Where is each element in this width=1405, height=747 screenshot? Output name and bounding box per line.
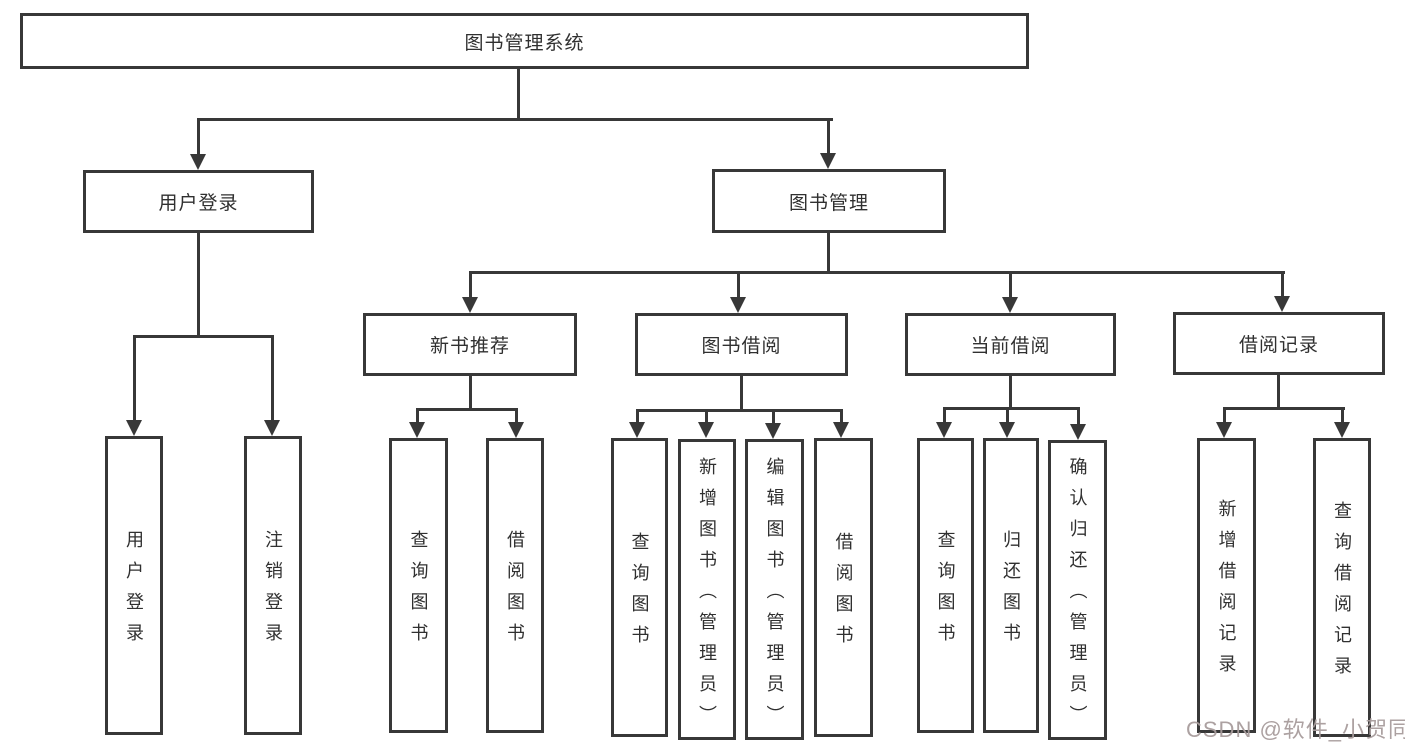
arrow-down-icon	[1334, 422, 1350, 438]
edge-to-query-book-1	[416, 408, 419, 424]
node-root-label: 图书管理系统	[464, 32, 585, 54]
leaf-add-books-admin-label: 新增图书（管理员）	[697, 456, 717, 736]
edge-user-login-branch	[133, 335, 274, 338]
leaf-borrow-books-1: 借阅图书	[486, 438, 544, 733]
edge-to-query-book-3	[943, 407, 946, 424]
node-book-borrowing: 图书借阅	[635, 313, 848, 376]
edge-records-stem	[1277, 375, 1280, 407]
leaf-edit-books-admin: 编辑图书（管理员）	[745, 439, 804, 740]
arrow-down-icon	[629, 422, 645, 438]
edge-to-query-record	[1341, 407, 1344, 424]
leaf-confirm-return-admin-label: 确认归还（管理员）	[1067, 457, 1088, 736]
arrow-down-icon	[820, 153, 836, 169]
edge-to-borrow-book-1	[515, 408, 518, 424]
edge-to-new-books	[469, 271, 472, 299]
leaf-query-books-3: 查询图书	[917, 438, 974, 733]
leaf-add-borrow-record-label: 新增借阅记录	[1216, 499, 1237, 685]
csdn-watermark: CSDN @软件_小贺同学	[1186, 717, 1405, 742]
arrow-down-icon	[264, 420, 280, 436]
arrow-down-icon	[1070, 424, 1086, 440]
node-user-login-label: 用户登录	[158, 193, 239, 214]
leaf-query-borrow-record-label: 查询借阅记录	[1332, 501, 1352, 687]
edge-level3-branch	[469, 271, 1285, 274]
leaf-return-books: 归还图书	[983, 438, 1039, 733]
edge-borrowing-stem	[740, 376, 743, 409]
node-borrowing-records: 借阅记录	[1173, 312, 1385, 375]
edge-to-add-record	[1223, 407, 1226, 424]
edge-to-borrowing	[737, 271, 740, 299]
node-book-mgmt: 图书管理	[712, 169, 946, 233]
leaf-logout-label: 注销登录	[263, 530, 283, 654]
edge-to-borrow-book-2	[840, 409, 843, 424]
node-root: 图书管理系统	[20, 13, 1029, 69]
leaf-borrow-books-2: 借阅图书	[814, 438, 873, 737]
arrow-down-icon	[1002, 297, 1018, 313]
arrow-down-icon	[999, 422, 1015, 438]
arrow-down-icon	[936, 422, 952, 438]
leaf-query-books-2-label: 查询图书	[629, 532, 650, 656]
leaf-user-login-label: 用户登录	[124, 530, 144, 654]
arrow-down-icon	[765, 423, 781, 439]
arrow-down-icon	[1216, 422, 1232, 438]
leaf-edit-books-admin-label: 编辑图书（管理员）	[764, 456, 785, 736]
edge-root-stem	[517, 69, 520, 118]
edge-to-logout-leaf	[271, 335, 274, 422]
edge-to-add-book	[705, 409, 708, 424]
leaf-query-books-2: 查询图书	[611, 438, 668, 737]
leaf-query-borrow-record: 查询借阅记录	[1313, 438, 1371, 737]
edge-records-branch	[1223, 407, 1345, 410]
leaf-query-books-3-label: 查询图书	[935, 530, 956, 654]
edge-to-user-login	[197, 118, 200, 157]
edge-level2-branch	[197, 118, 833, 121]
node-current-borrowing-label: 当前借阅	[970, 336, 1051, 357]
arrow-down-icon	[190, 154, 206, 170]
node-new-book-recommend-label: 新书推荐	[429, 336, 510, 357]
leaf-add-books-admin: 新增图书（管理员）	[678, 439, 736, 740]
edge-to-edit-book	[772, 409, 775, 424]
edge-current-stem	[1009, 376, 1012, 407]
leaf-confirm-return-admin: 确认归还（管理员）	[1048, 440, 1107, 740]
edge-to-confirm-return	[1077, 407, 1080, 426]
node-user-login: 用户登录	[83, 170, 314, 233]
node-book-mgmt-label: 图书管理	[788, 192, 869, 214]
leaf-query-books-1: 查询图书	[389, 438, 448, 733]
edge-current-branch	[943, 407, 1080, 410]
edge-to-login-leaf	[133, 335, 136, 422]
edge-borrowing-branch	[636, 409, 843, 412]
arrow-down-icon	[1274, 296, 1290, 312]
arrow-down-icon	[833, 422, 849, 438]
leaf-borrow-books-2-label: 借阅图书	[833, 532, 854, 656]
leaf-borrow-books-1-label: 借阅图书	[505, 530, 525, 654]
leaf-user-login: 用户登录	[105, 436, 163, 735]
arrow-down-icon	[409, 422, 425, 438]
arrow-down-icon	[730, 297, 746, 313]
edge-to-book-mgmt	[827, 118, 830, 157]
edge-book-mgmt-stem	[827, 233, 830, 271]
node-book-borrowing-label: 图书借阅	[701, 336, 782, 357]
leaf-query-books-1-label: 查询图书	[408, 530, 429, 654]
leaf-logout: 注销登录	[244, 436, 302, 735]
edge-new-books-branch	[416, 408, 518, 411]
arrow-down-icon	[126, 420, 142, 436]
leaf-add-borrow-record: 新增借阅记录	[1197, 438, 1256, 733]
arrow-down-icon	[698, 422, 714, 438]
arrow-down-icon	[508, 422, 524, 438]
edge-to-current	[1009, 271, 1012, 299]
edge-to-records	[1281, 271, 1284, 299]
edge-to-return-book	[1006, 407, 1009, 424]
edge-new-books-stem	[469, 376, 472, 408]
node-borrowing-records-label: 借阅记录	[1238, 335, 1319, 356]
edge-to-query-book-2	[636, 409, 639, 424]
edge-user-login-stem	[197, 233, 200, 335]
arrow-down-icon	[462, 297, 478, 313]
node-current-borrowing: 当前借阅	[905, 313, 1116, 376]
node-new-book-recommend: 新书推荐	[363, 313, 577, 376]
leaf-return-books-label: 归还图书	[1001, 530, 1021, 654]
